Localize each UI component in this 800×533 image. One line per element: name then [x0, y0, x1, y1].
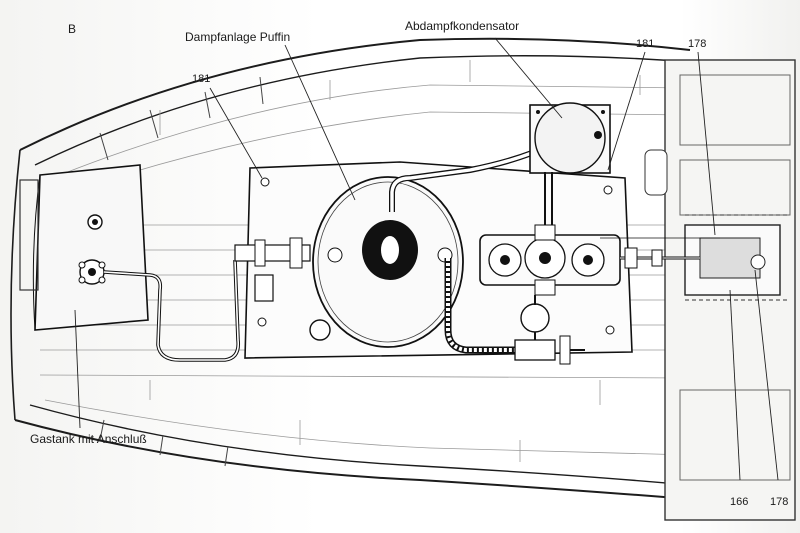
ref-178-top: 178: [688, 38, 706, 50]
propeller-shaft: [600, 237, 720, 269]
gas-tank: [19, 164, 149, 331]
flexible-hose: [444, 258, 520, 354]
boiler: [309, 176, 464, 348]
aft-deck-structure: [644, 59, 796, 521]
label-condenser: Abdampfkondensator: [405, 19, 519, 33]
leader-lines: [74, 37, 779, 481]
steam-engine: [479, 224, 621, 296]
exhaust-condenser: [529, 102, 611, 230]
shutoff-valve: [514, 335, 585, 365]
hull-frames: [99, 76, 264, 467]
ref-166: 166: [730, 496, 748, 508]
corner-letter: B: [68, 22, 76, 36]
ref-181-left: 181: [192, 73, 210, 85]
ref-178-bottom: 178: [770, 496, 788, 508]
ref-181-right: 181: [636, 38, 654, 50]
hull-outline: [10, 37, 701, 501]
label-steam-plant: Dampfanlage Puffin: [185, 30, 290, 44]
label-gas-tank: Gastank mit Anschluß: [30, 432, 147, 446]
burner-fitting: [234, 237, 311, 302]
